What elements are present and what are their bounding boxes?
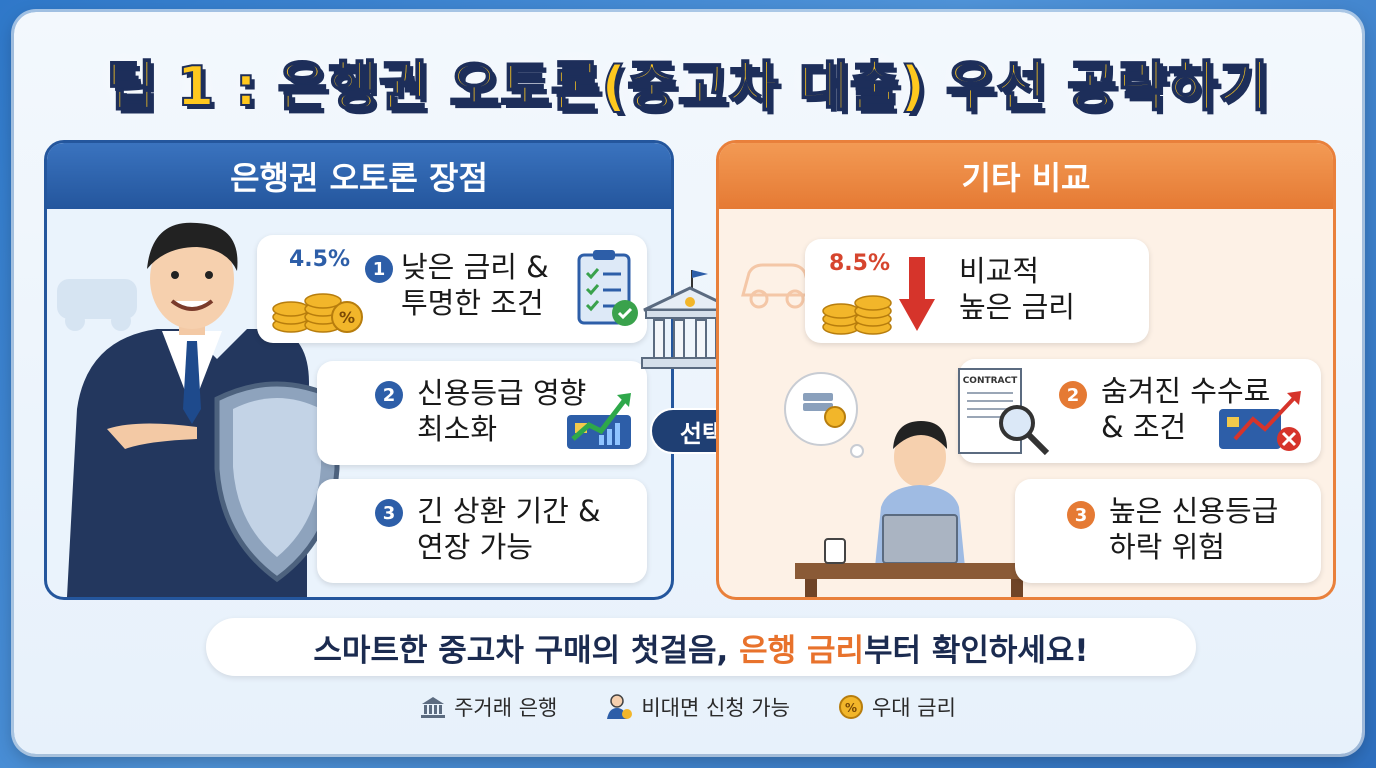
down-arrow-icon	[899, 257, 935, 331]
compare-text: 높은 신용등급 하락 위험	[1109, 493, 1278, 566]
checklist-icon	[577, 250, 638, 326]
bottom-message-highlight: 은행 금리	[739, 632, 864, 669]
compare-card-3: 3 높은 신용등급 하락 위험	[1015, 479, 1321, 583]
item-number: 1	[365, 255, 393, 283]
bottom-message-end: 부터 확인하세요!	[864, 632, 1089, 669]
car-sketch-icon	[741, 263, 813, 309]
left-panel-header: 은행권 오토론 장점	[47, 143, 671, 209]
coins-icon: %	[272, 293, 363, 333]
rate-label: 4.5%	[289, 247, 351, 272]
advantage-line2: 연장 가능	[417, 530, 533, 565]
svg-text:%: %	[845, 701, 857, 715]
coins-icon	[822, 295, 892, 335]
advantage-card-1: 4.5% % 1 낮은 금리 & 투명한 조건	[257, 235, 647, 343]
rate-label: 8.5%	[829, 251, 891, 276]
compare-card-1: 8.5% 비교적 높은 금리	[805, 239, 1149, 343]
compare-text: 숨겨진 수수료 & 조건	[1101, 373, 1270, 446]
compare-line1: 숨겨진 수수료	[1101, 374, 1271, 408]
compare-line1: 높은 신용등급	[1109, 494, 1279, 528]
percent-coin-icon: %	[838, 695, 863, 719]
contract-label: CONTRACT	[963, 376, 1018, 386]
feature-tags: 주거래 은행 비대면 신청 가능 % 우대 금리	[14, 692, 1362, 722]
contract-magnifier-icon: CONTRACT	[958, 368, 1050, 456]
svg-text:%: %	[339, 308, 355, 327]
compare-line1: 비교적	[959, 254, 1040, 288]
bottom-message: 스마트한 중고차 구매의 첫걸음, 은행 금리 부터 확인하세요!	[206, 618, 1196, 676]
compare-line2: & 조건	[1101, 410, 1187, 445]
advantage-card-3: 3 긴 상환 기간 & 연장 가능	[317, 479, 647, 583]
advantage-line2: 투명한 조건	[401, 286, 544, 321]
advantage-text: 낮은 금리 & 투명한 조건	[401, 249, 549, 322]
right-panel: 기타 비교 8.5% 비교적 높은 금리	[716, 140, 1336, 600]
infographic-frame: 팁 1 : 은행권 오토론(중고차 대출) 우선 공략하기 은행권 오토론 장점	[14, 12, 1362, 754]
compare-line2: 높은 금리	[959, 290, 1075, 325]
person-check-icon	[607, 694, 633, 719]
tag-main-bank: 주거래 은행	[420, 692, 557, 722]
chart-up-icon	[567, 393, 631, 449]
advantage-line1: 낮은 금리 &	[401, 250, 549, 284]
tag-label: 비대면 신청 가능	[641, 696, 790, 720]
item-number: 2	[1059, 381, 1087, 409]
item-number: 3	[375, 499, 403, 527]
bank-small-icon	[421, 697, 446, 718]
advantage-line1: 긴 상환 기간 &	[417, 494, 601, 528]
tag-online: 비대면 신청 가능	[605, 692, 790, 722]
businessman-illustration	[57, 222, 340, 597]
item-number: 2	[375, 381, 403, 409]
worried-person-illustration	[784, 372, 1035, 597]
card-down-icon	[1219, 391, 1301, 451]
left-panel: 은행권 오토론 장점	[44, 140, 674, 600]
advantage-text: 긴 상환 기간 & 연장 가능	[417, 493, 601, 566]
tag-label: 주거래 은행	[454, 696, 558, 720]
advantage-line1: 신용등급 영향	[417, 376, 587, 410]
tag-preferential: % 우대 금리	[838, 692, 956, 722]
advantage-text: 신용등급 영향 최소화	[417, 375, 586, 448]
item-number: 3	[1067, 501, 1095, 529]
page-title: 팁 1 : 은행권 오토론(중고차 대출) 우선 공략하기	[105, 54, 1270, 119]
compare-text: 비교적 높은 금리	[959, 253, 1075, 326]
advantage-line2: 최소화	[417, 412, 498, 447]
advantage-card-2: 2 신용등급 영향 최소화	[317, 361, 647, 465]
tag-label: 우대 금리	[871, 696, 956, 720]
compare-line2: 하락 위험	[1109, 530, 1225, 565]
right-panel-header: 기타 비교	[719, 143, 1333, 209]
bottom-message-start: 스마트한 중고차 구매의 첫걸음,	[313, 632, 740, 669]
